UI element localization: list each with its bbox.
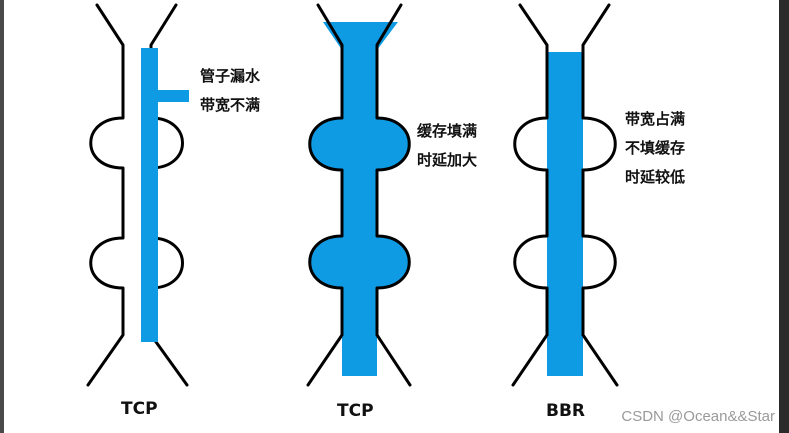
panel2-annotation: 缓存填满 时延加大 <box>417 117 477 175</box>
panel3-annotation: 带宽占满 不填缓存 时延较低 <box>625 105 685 192</box>
panel3-line2: 不填缓存 <box>625 139 686 157</box>
panel1-line2: 带宽不满 <box>200 96 261 114</box>
leak-branch <box>158 90 189 102</box>
panel3-caption: BBR <box>546 401 586 421</box>
right-frame-edge <box>779 0 789 433</box>
pipe-tcp-buffer <box>306 3 412 387</box>
watermark: CSDN @Ocean&&Star <box>621 408 775 425</box>
panel1-annotation: 管子漏水 带宽不满 <box>200 62 260 120</box>
panel1-caption: TCP <box>121 399 158 419</box>
pipe-bbr <box>511 3 619 387</box>
pipe-tcp-leak <box>86 3 189 387</box>
flow-tcp-leak <box>141 48 158 342</box>
panel1-line1: 管子漏水 <box>200 67 261 85</box>
flow-bbr <box>547 52 583 376</box>
panel2-line2: 时延加大 <box>417 151 478 169</box>
left-frame-edge <box>0 0 4 433</box>
panel2-line1: 缓存填满 <box>417 122 478 140</box>
panel2-caption: TCP <box>337 401 374 421</box>
panel3-line1: 带宽占满 <box>625 110 686 128</box>
panel3-line3: 时延较低 <box>625 168 686 186</box>
